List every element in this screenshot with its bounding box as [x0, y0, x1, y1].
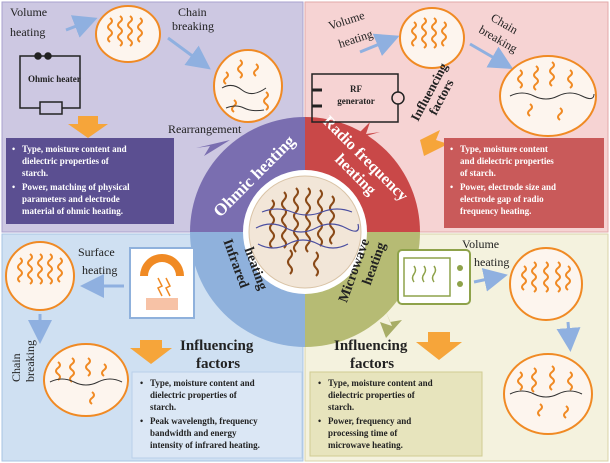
ir-bullets: • Type, moisture content and dielectric …	[140, 378, 260, 450]
rf-orange-arrow	[420, 130, 448, 156]
rf-bullet-2-line-3: frequency heating.	[460, 206, 531, 216]
ohmic-starch-granule	[95, 5, 161, 63]
rf-broken-granule	[499, 55, 597, 137]
rf-bullet-2-line-2: electrode gap of radio	[460, 194, 544, 204]
rf-generator-circuit	[311, 73, 405, 123]
ir-chain-breaking-2: breaking	[23, 340, 37, 382]
ohmic-down-arrow	[68, 116, 108, 138]
ir-bullet-1-line-2: dielectric properties of	[150, 390, 238, 400]
mw-factors-box	[309, 371, 483, 457]
mw-bullets: • Type, moisture content and dielectric …	[318, 378, 433, 450]
ir-surface-heating-1: Surface	[78, 245, 115, 259]
rf-heating-arrow	[359, 33, 400, 56]
rf-bullet-2-line-1: Power, electrode size and	[460, 182, 556, 192]
ir-influencing-2: factors	[196, 356, 240, 372]
mw-bullet-2-mark: •	[318, 416, 321, 426]
mw-bullet-1-line-2: dielectric properties of	[328, 390, 416, 400]
ohmic-rearrangement: Rearrangement	[168, 122, 242, 136]
mw-volume-heating-1: Volume	[462, 237, 499, 251]
ohmic-bullet-1-line-2: dielectric properties of	[22, 156, 110, 166]
ir-bullet-2-line-2: bandwidth and energy	[150, 428, 237, 438]
ohmic-volume-heating-1: Volume	[10, 5, 47, 19]
mw-olive-arrow	[380, 312, 402, 338]
mw-broken-granule	[503, 353, 593, 435]
mw-influencing-2: factors	[350, 356, 394, 372]
rf-bullet-1-line-2: and dielectric properties	[460, 156, 554, 166]
mw-volume-heating-2: heating	[474, 255, 509, 269]
ohmic-bullet-2-line-3: material of ohmic heating.	[22, 206, 123, 216]
mw-bullet-2-line-1: Power, frequency and	[328, 416, 411, 426]
center-starch-helices	[269, 187, 335, 277]
ir-bullet-1-line-1: Type, moisture content and	[150, 378, 255, 388]
rf-generator-label-1: RF	[350, 84, 362, 94]
ir-starch-granule	[5, 241, 75, 311]
ohmic-factors-box	[6, 138, 174, 224]
mw-bullet-1-line-1: Type, moisture content and	[328, 378, 433, 388]
ir-bullet-1-mark: •	[140, 378, 143, 388]
mw-heating-arrow	[473, 268, 508, 292]
microwave-oven	[397, 249, 471, 305]
rf-bullet-2-mark: •	[450, 182, 453, 192]
rf-chain-arrow	[469, 42, 514, 70]
mw-bullet-1-mark: •	[318, 378, 321, 388]
ohmic-heater-label: Ohmic heater	[28, 74, 81, 84]
mw-starch-granule	[509, 247, 583, 321]
mw-bullet-2-line-3: microwave heating.	[328, 440, 403, 450]
mw-orange-arrow	[416, 332, 462, 360]
ohmic-volume-heating-2: heating	[10, 25, 45, 39]
ohmic-bullet-2-mark: •	[12, 182, 15, 192]
ohmic-bullet-1-line-1: Type, moisture content and	[22, 144, 127, 154]
ir-bullet-2-line-1: Peak wavelength, frequency	[150, 416, 258, 426]
ohmic-bullets: • Type, moisture content and dielectric …	[12, 144, 130, 216]
ohmic-bullet-1-line-3: starch.	[22, 168, 48, 178]
ohmic-chain-arrow	[167, 36, 211, 70]
ir-bullet-2-mark: •	[140, 416, 143, 426]
mw-bullet-1-line-3: starch.	[328, 402, 354, 412]
ohmic-bullet-2-line-1: Power, matching of physical	[22, 182, 130, 192]
ir-bullet-1-line-3: starch.	[150, 402, 176, 412]
ir-orange-arrow	[130, 340, 172, 364]
ohmic-heater-circuit	[19, 52, 81, 115]
ir-factors-box	[131, 371, 303, 459]
center-starch-chains	[255, 208, 360, 249]
ohmic-heating-arrow	[65, 15, 98, 38]
ir-surface-heating-2: heating	[82, 263, 117, 277]
ohmic-bullet-1-mark: •	[12, 144, 15, 154]
rf-starch-granule	[399, 7, 465, 69]
rf-bullet-1-mark: •	[450, 144, 453, 154]
rf-generator-label-2: generator	[337, 96, 374, 106]
rf-bullets: • Type, moisture content and dielectric …	[450, 144, 556, 216]
ohmic-chain-breaking-2: breaking	[172, 19, 214, 33]
ohmic-broken-granule	[213, 49, 283, 123]
rf-factors-box	[444, 138, 604, 228]
ir-chain-breaking-1: Chain	[9, 353, 23, 382]
ohmic-chain-breaking-1: Chain	[178, 5, 207, 19]
ir-bullet-2-line-3: intensity of infrared heating.	[150, 440, 260, 450]
mw-influencing-1: Influencing	[334, 338, 408, 354]
rearrangement-arrow	[196, 140, 230, 156]
ohmic-bullet-2-line-2: parameters and electrode	[22, 194, 120, 204]
ir-influencing-1: Influencing	[180, 338, 254, 354]
rf-bullet-1-line-3: of starch.	[460, 168, 496, 178]
ir-broken-granule	[43, 343, 129, 417]
ir-heater-device	[129, 247, 195, 319]
rf-red-arrow	[352, 122, 380, 140]
mw-bullet-2-line-2: processing time of	[328, 428, 398, 438]
mw-chain-arrow	[556, 321, 581, 352]
rf-bullet-1-line-1: Type, moisture content	[460, 144, 548, 154]
